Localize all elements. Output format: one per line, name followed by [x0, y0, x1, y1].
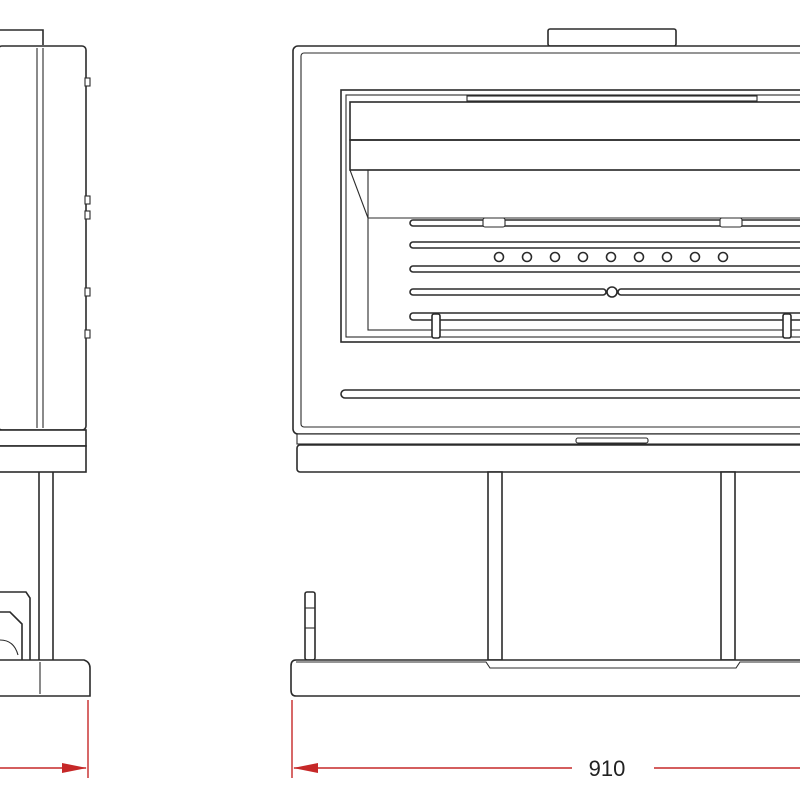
front-view: 910: [290, 28, 800, 781]
front-top-rail: [466, 95, 758, 102]
vent-hole: [717, 251, 729, 263]
grate-bar: [409, 219, 800, 227]
vent-hole: [633, 251, 645, 263]
front-dimension-arrow: [293, 763, 318, 773]
side-bracket-curve: [0, 639, 19, 656]
front-door-frame: [340, 89, 800, 343]
front-base-strip: [296, 433, 800, 445]
front-ash-lip: [340, 389, 800, 399]
side-plinth: [0, 445, 87, 473]
vent-hole: [661, 251, 673, 263]
front-door-inner: [345, 94, 800, 338]
side-base-tray: [0, 659, 91, 697]
front-firebox-side: [349, 169, 369, 219]
log-holder-post: [304, 591, 316, 661]
vent-hole: [577, 251, 589, 263]
grate-clip: [719, 217, 743, 228]
front-firebox: [367, 169, 800, 331]
vent-hole: [689, 251, 701, 263]
grate-bar: [409, 288, 607, 296]
front-plinth: [296, 444, 800, 473]
air-vent-holes: [493, 251, 729, 263]
grate-bar: [409, 241, 800, 249]
vent-hole: [605, 251, 617, 263]
stand-leg-right: [720, 471, 736, 661]
side-top-cap: [0, 29, 44, 45]
grate-bar: [409, 265, 800, 273]
grate-bar: [617, 288, 800, 296]
grate-bar: [409, 312, 800, 321]
grate-center-knob: [606, 286, 618, 298]
grate-bars: [409, 217, 800, 321]
front-inner-frame: [300, 52, 800, 428]
stand-leg-left: [487, 471, 503, 661]
side-knobs: [84, 77, 91, 339]
vent-hole: [549, 251, 561, 263]
side-dimension-arrow: [62, 763, 87, 773]
vent-hole: [493, 251, 505, 263]
andiron-post-left: [431, 313, 441, 339]
grate-clip: [482, 217, 506, 228]
front-base-handle: [575, 437, 649, 444]
width-dimension-label: 910: [589, 756, 626, 781]
front-base-tray: [290, 659, 800, 697]
front-base-tray-top: [296, 661, 800, 669]
side-bracket-inner: [0, 611, 23, 660]
side-base-ledge: [0, 429, 87, 447]
front-top-vent: [547, 28, 677, 47]
vent-hole: [521, 251, 533, 263]
front-outer-frame: [292, 45, 800, 435]
side-bracket: [0, 591, 31, 660]
andiron-post-right: [782, 313, 792, 339]
side-view: [0, 29, 91, 778]
